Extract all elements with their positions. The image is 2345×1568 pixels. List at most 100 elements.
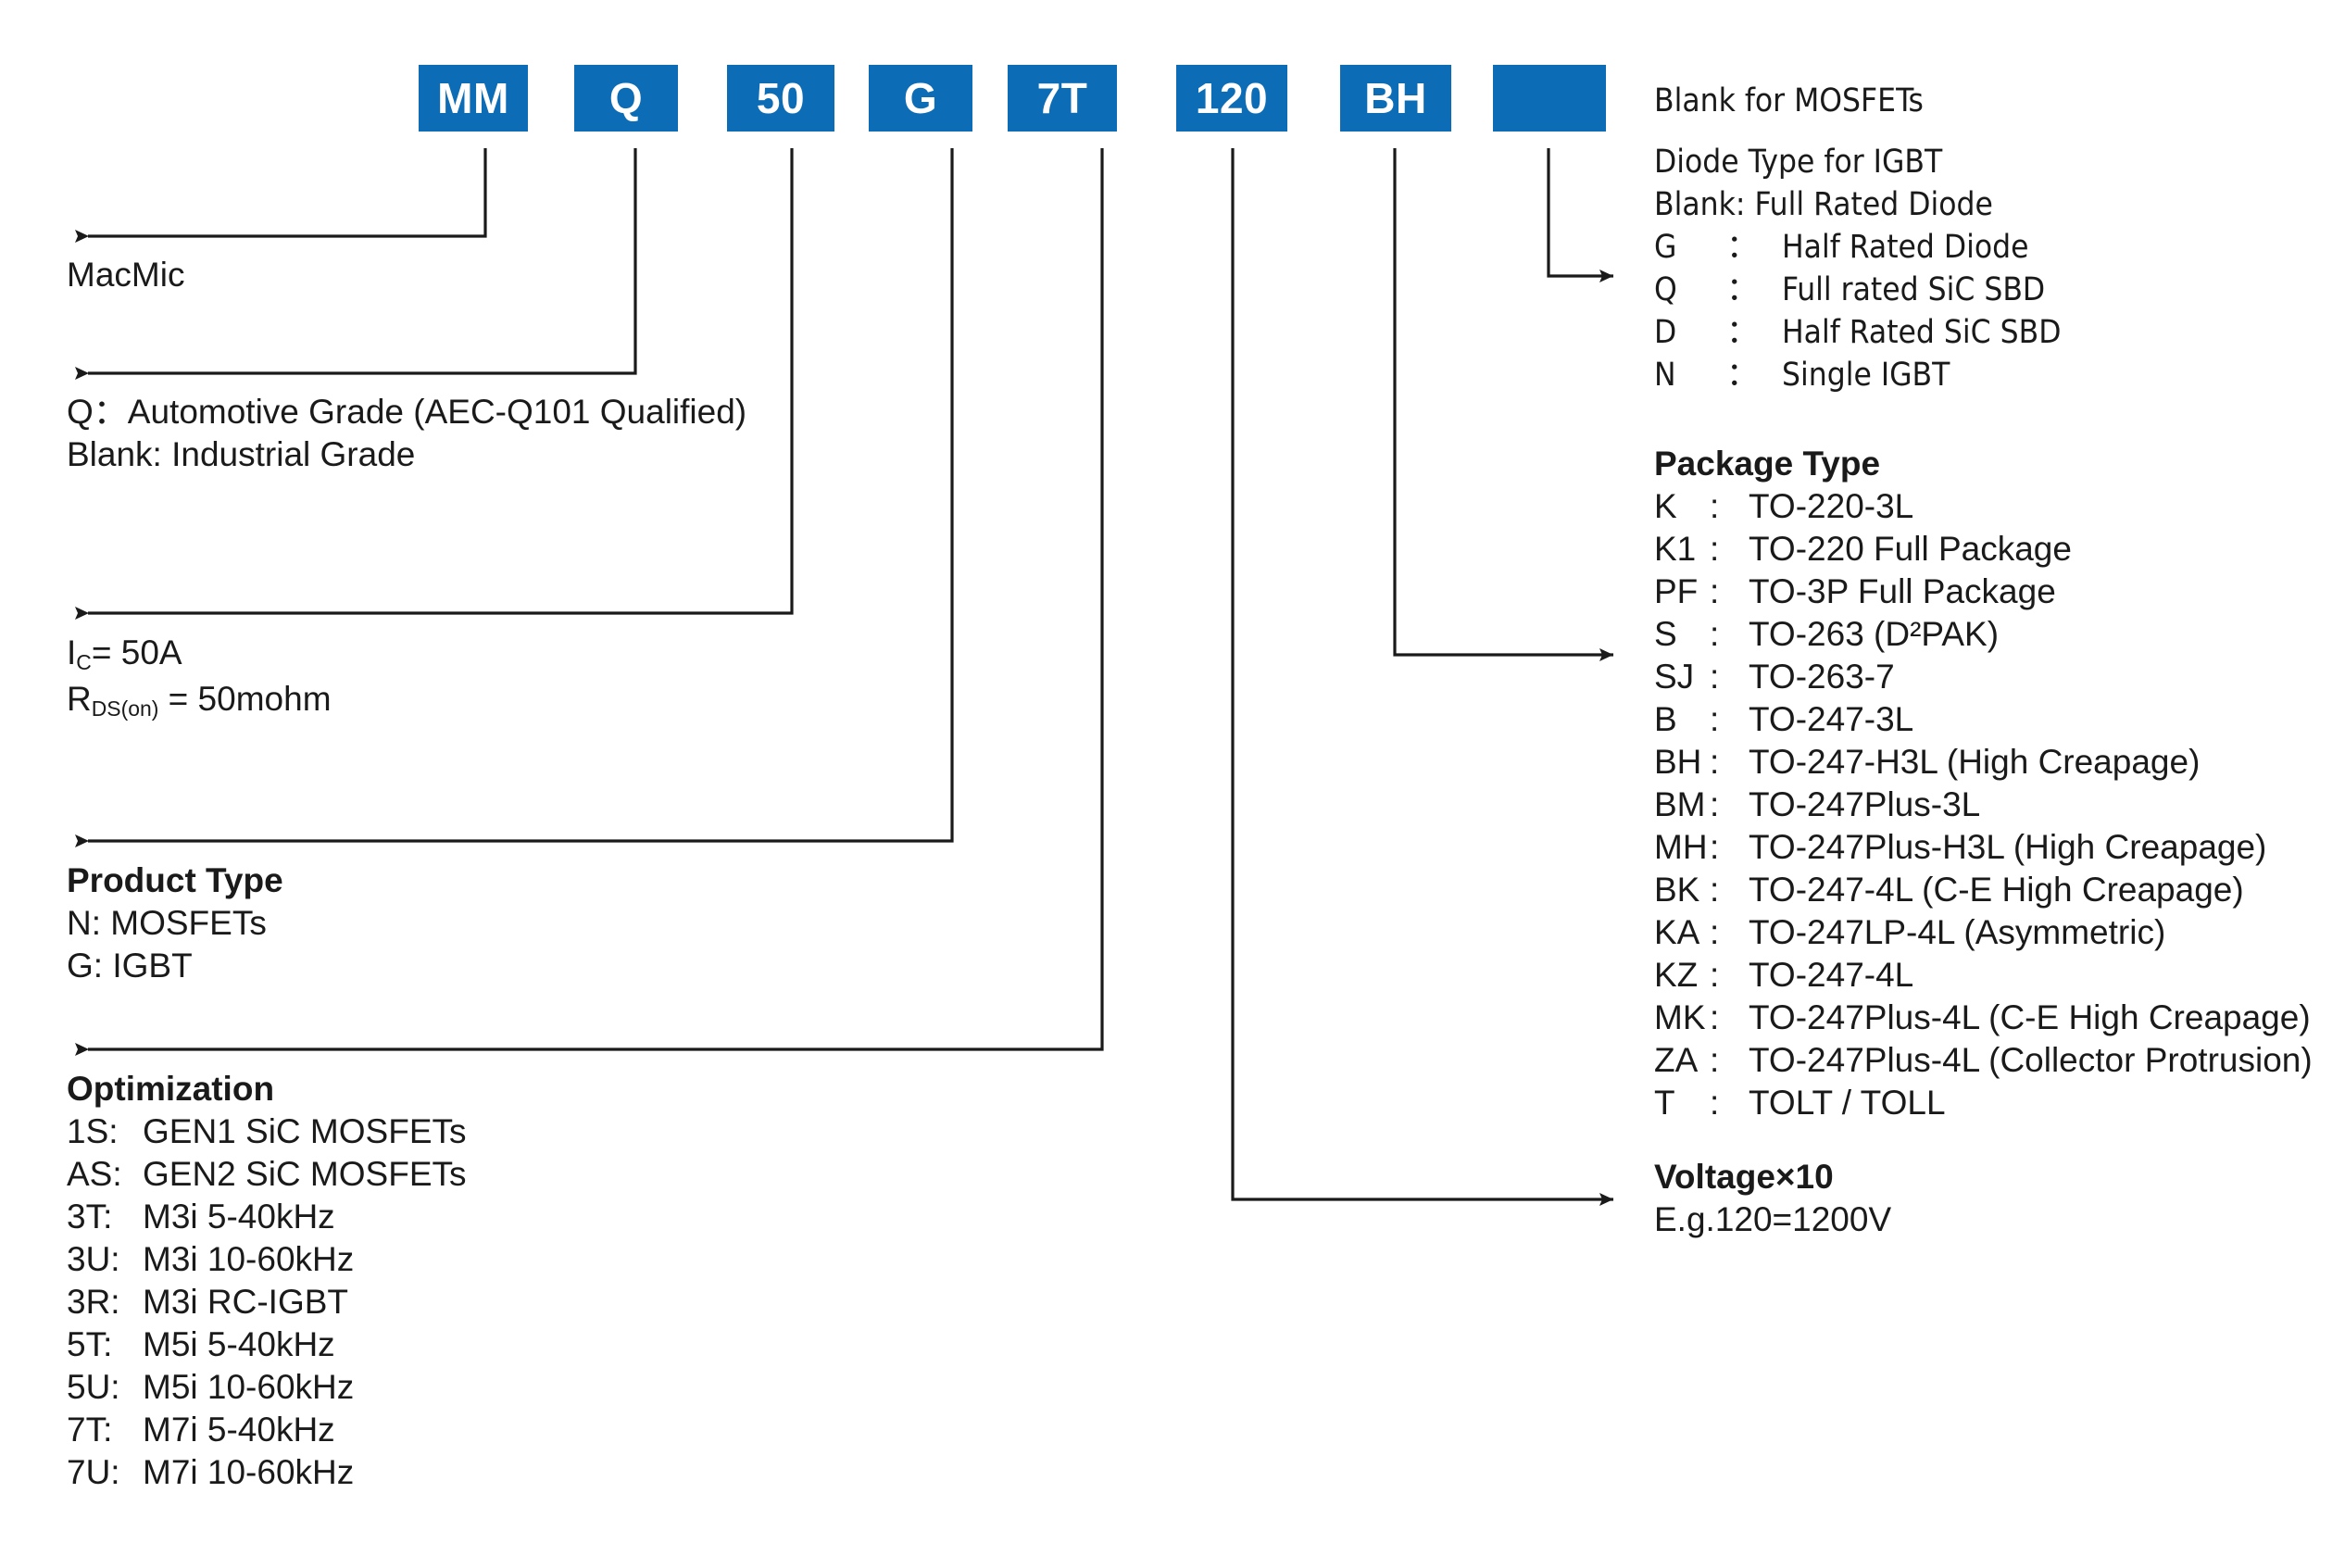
optimization-row: 1S: GEN1 SiC MOSFETs [67, 1110, 467, 1153]
package-type-row: MH : TO-247Plus-H3L (High Creapage) [1654, 826, 2313, 869]
voltage-example: E.g.120=1200V [1654, 1200, 1892, 1238]
package-type-code: MH [1654, 828, 1708, 866]
leader-mm [75, 148, 487, 243]
package-type-code: KA [1654, 913, 1700, 951]
code-box-g[interactable]: G [869, 65, 972, 132]
optimization-code: AS: [67, 1155, 122, 1193]
grade-line-automotive: Q：Automotive Grade (AEC-Q101 Qualified) [67, 393, 747, 431]
package-type-row: PF : TO-3P Full Package [1654, 571, 2313, 613]
leader-blank [1547, 148, 1613, 282]
package-type-code: BM [1654, 785, 1706, 823]
product-type-item-n: N: MOSFETs [67, 904, 267, 942]
product-type-item-g: G: IGBT [67, 947, 193, 985]
package-type-row: KA : TO-247LP-4L (Asymmetric) [1654, 911, 2313, 954]
voltage-title: Voltage×10 [1654, 1158, 1834, 1196]
optimization-title: Optimization [67, 1070, 275, 1108]
optimization-row: 7U: M7i 10-60kHz [67, 1451, 467, 1494]
package-type-separator: : [1710, 956, 1720, 994]
package-type-desc: TO-247Plus-H3L (High Creapage) [1749, 828, 2267, 866]
package-type-code: MK [1654, 998, 1706, 1036]
package-type-separator: : [1710, 1041, 1720, 1079]
leader-120 [1231, 148, 1613, 1206]
diode-type-code: Q [1654, 271, 1677, 308]
optimization-code: 1S: [67, 1112, 119, 1150]
diode-type-blank-row: Blank: Full Rated Diode [1654, 186, 1993, 223]
optimization-code: 5U: [67, 1368, 120, 1406]
optimization-row: 3U: M3i 10-60kHz [67, 1238, 467, 1281]
optimization-row: 3R: M3i RC-IGBT [67, 1281, 467, 1323]
optimization-desc: GEN2 SiC MOSFETs [143, 1155, 467, 1193]
optimization-row: 5U: M5i 10-60kHz [67, 1366, 467, 1409]
package-type-separator: : [1710, 743, 1720, 781]
optimization-desc: M3i 10-60kHz [143, 1240, 355, 1278]
optimization-row: 5T: M5i 5-40kHz [67, 1323, 467, 1366]
package-type-row: SJ : TO-263-7 [1654, 656, 2313, 698]
optimization-code: 7U: [67, 1453, 120, 1491]
optimization-desc: M3i RC-IGBT [143, 1283, 348, 1321]
package-type-desc: TO-247LP-4L (Asymmetric) [1749, 913, 2166, 951]
diode-type-separator: ： [1726, 229, 1760, 266]
package-type-row: B : TO-247-3L [1654, 698, 2313, 741]
package-type-title: Package Type [1654, 445, 1881, 483]
package-type-separator: : [1710, 871, 1720, 909]
optimization-desc: M7i 5-40kHz [143, 1411, 335, 1449]
package-type-code: T [1654, 1084, 1675, 1122]
package-type-row: MK : TO-247Plus-4L (C-E High Creapage) [1654, 997, 2313, 1039]
package-type-code: KZ [1654, 956, 1699, 994]
package-type-separator: : [1710, 658, 1720, 696]
diode-type-row: Q ： Full rated SiC SBD [1654, 269, 2062, 311]
package-type-desc: TO-247-H3L (High Creapage) [1749, 743, 2201, 781]
package-type-code: PF [1654, 572, 1699, 610]
package-type-separator: : [1710, 998, 1720, 1036]
package-type-row: BM : TO-247Plus-3L [1654, 784, 2313, 826]
leader-50 [75, 148, 794, 620]
grade-block: Q：Automotive Grade (AEC-Q101 Qualified) … [67, 391, 746, 476]
diode-type-desc: Single IGBT [1782, 357, 1950, 394]
optimization-code: 3U: [67, 1240, 120, 1278]
grade-line-industrial: Blank: Industrial Grade [67, 435, 416, 473]
diode-type-code: G [1654, 229, 1677, 266]
package-type-separator: : [1710, 615, 1720, 653]
package-type-separator: : [1710, 530, 1720, 568]
code-box-mm[interactable]: MM [419, 65, 528, 132]
package-type-desc: TO-220-3L [1749, 487, 1914, 525]
diode-type-desc: Half Rated SiC SBD [1782, 314, 2062, 351]
optimization-desc: M7i 10-60kHz [143, 1453, 355, 1491]
ratings-block: IC= 50A RDS(on) = 50mohm [67, 632, 332, 724]
package-type-desc: TO-247Plus-4L (Collector Protrusion) [1749, 1041, 2313, 1079]
code-box-bh[interactable]: BH [1340, 65, 1451, 132]
code-box-120[interactable]: 120 [1176, 65, 1287, 132]
product-type-block: Product Type N: MOSFETs G: IGBT [67, 859, 283, 987]
leader-g [75, 148, 954, 847]
code-box-50[interactable]: 50 [727, 65, 834, 132]
package-type-separator: : [1710, 572, 1720, 610]
optimization-row: 7T: M7i 5-40kHz [67, 1409, 467, 1451]
diode-type-separator: ： [1726, 314, 1760, 351]
package-type-row: ZA : TO-247Plus-4L (Collector Protrusion… [1654, 1039, 2313, 1082]
leader-bh [1393, 148, 1613, 661]
package-type-separator: : [1710, 487, 1720, 525]
rating-ic: IC= 50A [67, 633, 182, 674]
package-type-desc: TO-263 (D²PAK) [1749, 615, 2000, 653]
optimization-row: 3T: M3i 5-40kHz [67, 1196, 467, 1238]
package-type-row: K1 : TO-220 Full Package [1654, 528, 2313, 571]
package-type-code: BH [1654, 743, 1702, 781]
diode-type-row: N ： Single IGBT [1654, 354, 2062, 396]
diode-type-block: Diode Type for IGBT Blank: Full Rated Di… [1654, 141, 2062, 396]
package-type-desc: TO-247-4L [1749, 956, 1914, 994]
code-box-7t[interactable]: 7T [1008, 65, 1117, 132]
mosfet-blank-label: Blank for MOSFETs [1654, 82, 1924, 119]
code-box-blank[interactable] [1493, 65, 1606, 132]
optimization-block: Optimization 1S: GEN1 SiC MOSFETs AS: GE… [67, 1068, 467, 1494]
package-type-row: BK : TO-247-4L (C-E High Creapage) [1654, 869, 2313, 911]
optimization-code: 3R: [67, 1283, 120, 1321]
code-box-q[interactable]: Q [574, 65, 678, 132]
package-type-desc: TO-247-4L (C-E High Creapage) [1749, 871, 2244, 909]
package-type-desc: TO-247Plus-4L (C-E High Creapage) [1749, 998, 2311, 1036]
package-type-separator: : [1710, 1084, 1720, 1122]
package-type-desc: TO-220 Full Package [1749, 530, 2072, 568]
package-type-code: SJ [1654, 658, 1695, 696]
package-type-code: ZA [1654, 1041, 1699, 1079]
package-type-code: S [1654, 615, 1677, 653]
package-type-desc: TO-247-3L [1749, 700, 1914, 738]
